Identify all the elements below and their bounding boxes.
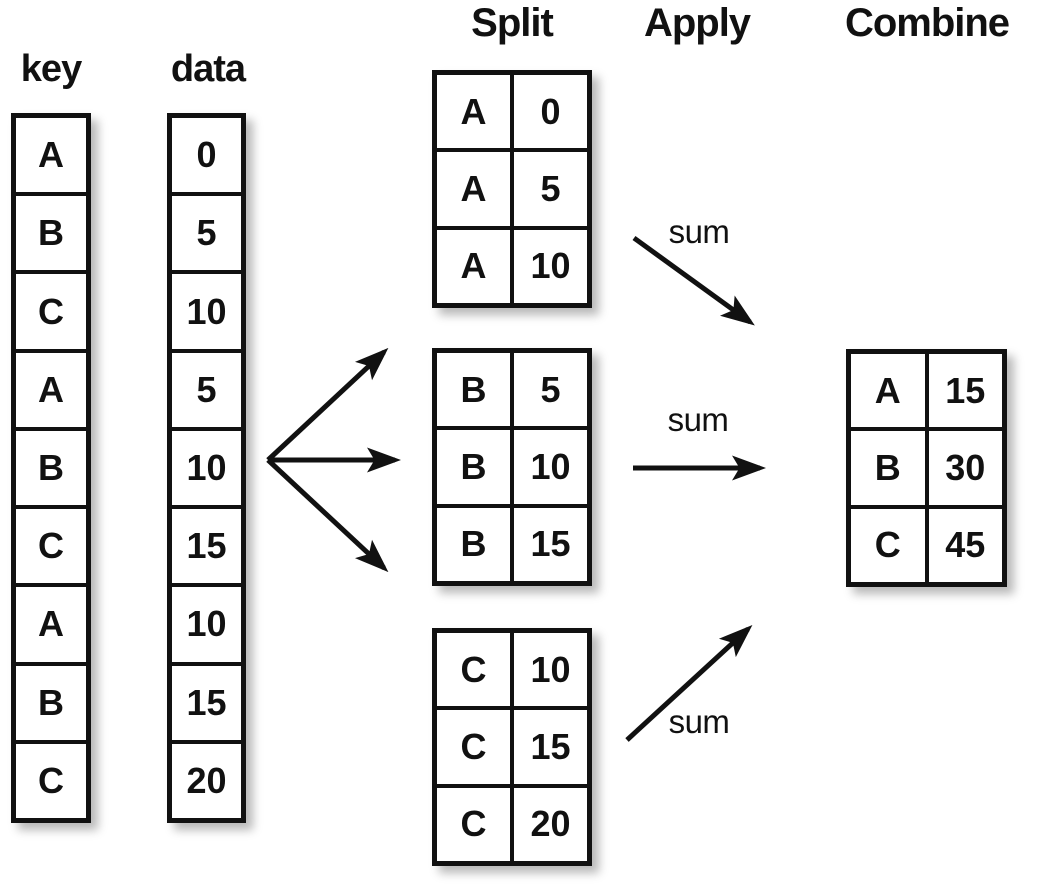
apply-stage-label: Apply	[643, 1, 751, 45]
key-cell: A	[16, 118, 86, 193]
group-value-cell: 15	[514, 507, 587, 581]
data-cell: 10	[172, 430, 241, 506]
result-value-cell: 30	[928, 431, 1002, 505]
group-value-cell: 20	[514, 787, 587, 861]
group-key-cell: C	[437, 787, 510, 861]
key-column-header: key	[20, 48, 82, 90]
combine-result-table: A 15 B 30 C 45	[846, 349, 1007, 587]
group-value-cell: 0	[514, 75, 587, 149]
key-cell: B	[16, 430, 86, 506]
result-value-cell: 45	[928, 508, 1002, 582]
data-cell: 20	[172, 743, 241, 818]
data-cell: 5	[172, 196, 241, 271]
data-cell: 0	[172, 118, 241, 193]
key-cell: C	[16, 743, 86, 818]
data-cell: 10	[172, 274, 241, 349]
group-value-cell: 5	[514, 353, 587, 427]
group-value-cell: 10	[514, 229, 587, 303]
data-column-header: data	[170, 48, 246, 90]
data-column-table: 0 5 10 5 10 15 10 15 20	[167, 113, 246, 823]
split-stage-label: Split	[471, 1, 554, 45]
key-cell: B	[16, 665, 86, 740]
group-key-cell: B	[437, 507, 510, 581]
group-value-cell: 5	[514, 152, 587, 226]
combine-stage-label: Combine	[844, 1, 1010, 45]
result-key-cell: B	[851, 431, 925, 505]
data-cell: 15	[172, 509, 241, 584]
sum-operation-label: sum	[668, 213, 730, 250]
key-column-table: A B C A B C A B C	[11, 113, 91, 823]
split-fan-arrow-bottom	[266, 458, 389, 573]
group-key-cell: B	[437, 353, 510, 427]
key-cell: C	[16, 274, 86, 349]
data-cell: 15	[172, 665, 241, 740]
split-fan-arrow-top	[266, 347, 389, 462]
split-group-table-a: A 0 A 5 A 10	[432, 70, 592, 308]
group-value-cell: 15	[514, 710, 587, 784]
key-cell: B	[16, 196, 86, 271]
result-key-cell: C	[851, 508, 925, 582]
group-value-cell: 10	[514, 633, 587, 707]
group-key-cell: A	[437, 75, 510, 149]
group-key-cell: A	[437, 152, 510, 226]
data-cell: 5	[172, 352, 241, 427]
group-value-cell: 10	[514, 430, 587, 504]
key-cell: A	[16, 587, 86, 662]
result-key-cell: A	[851, 354, 925, 428]
group-key-cell: B	[437, 430, 510, 504]
sum-operation-label: sum	[668, 703, 730, 740]
data-cell: 10	[172, 587, 241, 662]
key-cell: C	[16, 509, 86, 584]
group-key-cell: A	[437, 229, 510, 303]
sum-operation-label: sum	[667, 401, 729, 438]
split-group-table-b: B 5 B 10 B 15	[432, 348, 592, 586]
result-value-cell: 15	[928, 354, 1002, 428]
group-key-cell: C	[437, 710, 510, 784]
split-group-table-c: C 10 C 15 C 20	[432, 628, 592, 866]
key-cell: A	[16, 352, 86, 427]
group-key-cell: C	[437, 633, 510, 707]
